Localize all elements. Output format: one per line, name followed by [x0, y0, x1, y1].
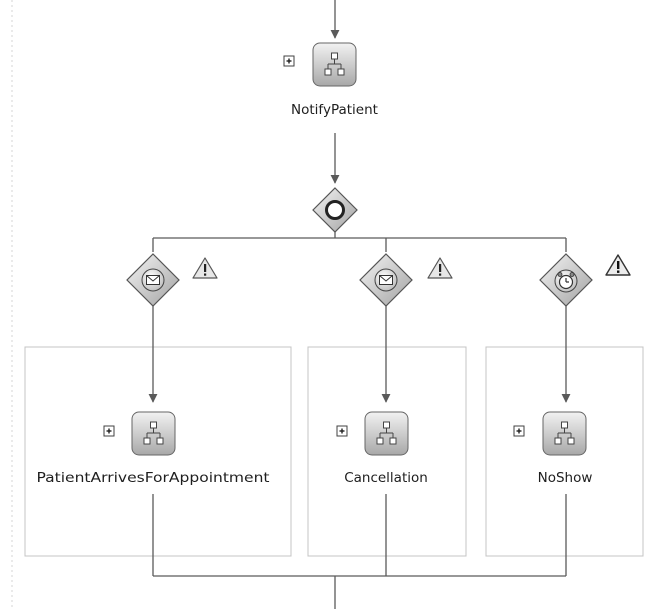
scope-frame-arrives	[24, 346, 292, 557]
connectors	[148, 0, 571, 609]
message-event-icon	[374, 268, 398, 292]
message-event-2[interactable]	[359, 253, 413, 307]
warning-triangle-icon	[427, 257, 453, 279]
subprocess-label: Cancellation	[344, 470, 428, 486]
expand-plus-icon[interactable]	[513, 425, 525, 437]
expand-plus-icon[interactable]	[283, 55, 295, 67]
event-based-gateway-icon[interactable]	[312, 187, 358, 233]
scope-frame-cancellation	[307, 346, 467, 557]
subprocess-label: PatientArrivesForAppointment	[37, 470, 270, 486]
subprocess-icon	[364, 411, 409, 456]
expand-plus-icon[interactable]	[103, 425, 115, 437]
subprocess-cancellation[interactable]: Cancellation	[336, 411, 428, 486]
message-event-1[interactable]	[126, 253, 180, 307]
scope-frame-noshow	[485, 346, 644, 557]
subprocess-notify-patient[interactable]: NotifyPatient	[283, 42, 378, 118]
message-event-icon	[141, 268, 165, 292]
expand-plus-icon[interactable]	[336, 425, 348, 437]
subprocess-label: NoShow	[538, 470, 593, 486]
subprocess-noshow[interactable]: NoShow	[513, 411, 593, 486]
warning-triangle-icon	[605, 254, 631, 276]
timer-event-3[interactable]	[539, 253, 593, 307]
subprocess-patient-arrives[interactable]: PatientArrivesForAppointment	[37, 411, 270, 486]
timer-event-icon	[554, 269, 578, 293]
subprocess-label: NotifyPatient	[291, 102, 378, 118]
subprocess-icon	[131, 411, 176, 456]
warning-triangle-icon	[192, 257, 218, 279]
subprocess-icon	[542, 411, 587, 456]
subprocess-icon	[312, 42, 357, 87]
